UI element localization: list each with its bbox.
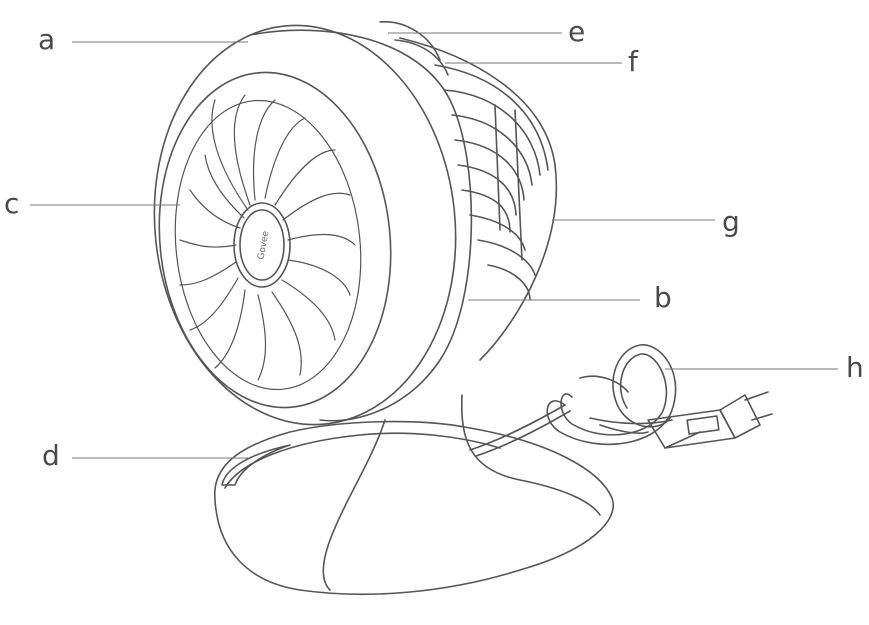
base: [213, 420, 615, 596]
label-g: g: [722, 205, 740, 238]
label-b: b: [654, 281, 672, 314]
brand-logo: Govee: [257, 230, 272, 261]
label-c: c: [4, 187, 20, 220]
power-cord: [469, 344, 773, 457]
rear-housing: [399, 37, 558, 361]
top-handle: [379, 21, 449, 76]
label-a: a: [38, 23, 56, 56]
leader-lines: [30, 32, 838, 459]
label-d: d: [42, 439, 60, 472]
front-ring: [153, 24, 473, 426]
label-h: h: [846, 351, 864, 384]
label-f: f: [628, 45, 638, 78]
blade-grille: [174, 94, 362, 391]
stand-neck: [322, 394, 601, 591]
hub: [233, 202, 291, 288]
label-e: e: [568, 15, 586, 48]
